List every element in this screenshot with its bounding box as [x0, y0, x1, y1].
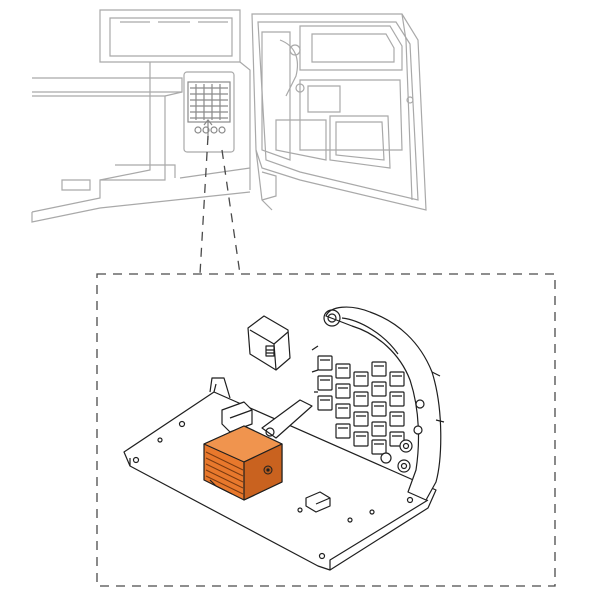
control-module-loose	[247, 315, 291, 371]
detail-callout-frame	[96, 273, 556, 587]
relay-panel-icon	[311, 306, 445, 501]
highlighted-control-module-icon	[203, 425, 283, 501]
relay-array	[317, 355, 405, 455]
callout-leader-lines	[199, 135, 241, 275]
vehicle-door-interior-icon	[31, 9, 427, 223]
